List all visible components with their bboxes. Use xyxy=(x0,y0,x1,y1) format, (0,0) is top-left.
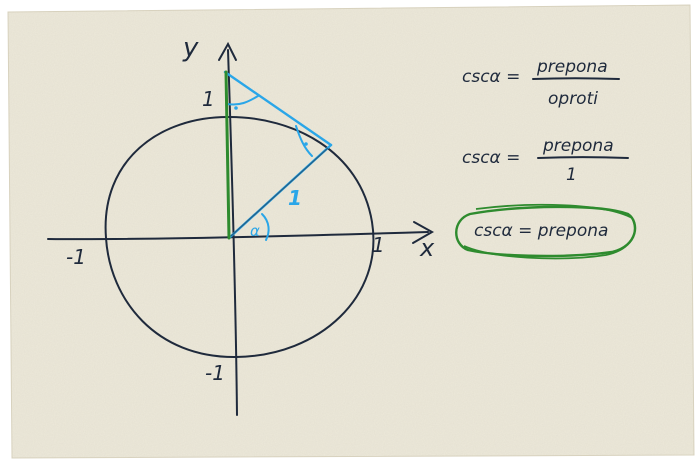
tick-x-neg: -1 xyxy=(66,245,86,269)
result-text: cscα = prepona xyxy=(474,221,608,241)
cosecant-segment xyxy=(224,70,231,240)
formula-1-numerator: prepona xyxy=(536,57,608,77)
formula-2-bar xyxy=(537,156,629,159)
tick-y-neg: -1 xyxy=(205,361,225,385)
formula-1: cscα = prepona oproti xyxy=(462,57,620,109)
formula-2-numerator: prepona xyxy=(542,136,614,156)
y-axis-label: y xyxy=(182,33,199,63)
y-axis xyxy=(218,41,238,416)
angle-label: α xyxy=(250,222,260,240)
formula-1-bar xyxy=(532,77,620,80)
formula-1-denominator: oproti xyxy=(548,89,598,109)
formula-1-lhs: cscα = xyxy=(462,67,520,87)
radius-line xyxy=(230,147,329,237)
formula-2-denominator: 1 xyxy=(566,165,577,185)
formula-2-lhs: cscα = xyxy=(462,148,520,168)
radius-label: 1 xyxy=(288,186,302,210)
right-angle-dot-2 xyxy=(304,142,308,146)
formula-2: cscα = prepona 1 xyxy=(462,136,629,185)
paper-card xyxy=(7,4,695,459)
angle-arc xyxy=(261,213,270,241)
right-angle-marks xyxy=(226,95,313,157)
unit-circle xyxy=(104,115,375,359)
result-highlight: cscα = prepona xyxy=(455,203,637,260)
tick-y-pos: 1 xyxy=(202,87,215,111)
x-axis-label: x xyxy=(419,234,435,262)
right-angle-dot xyxy=(234,106,238,110)
tick-x-pos: 1 xyxy=(372,233,385,257)
